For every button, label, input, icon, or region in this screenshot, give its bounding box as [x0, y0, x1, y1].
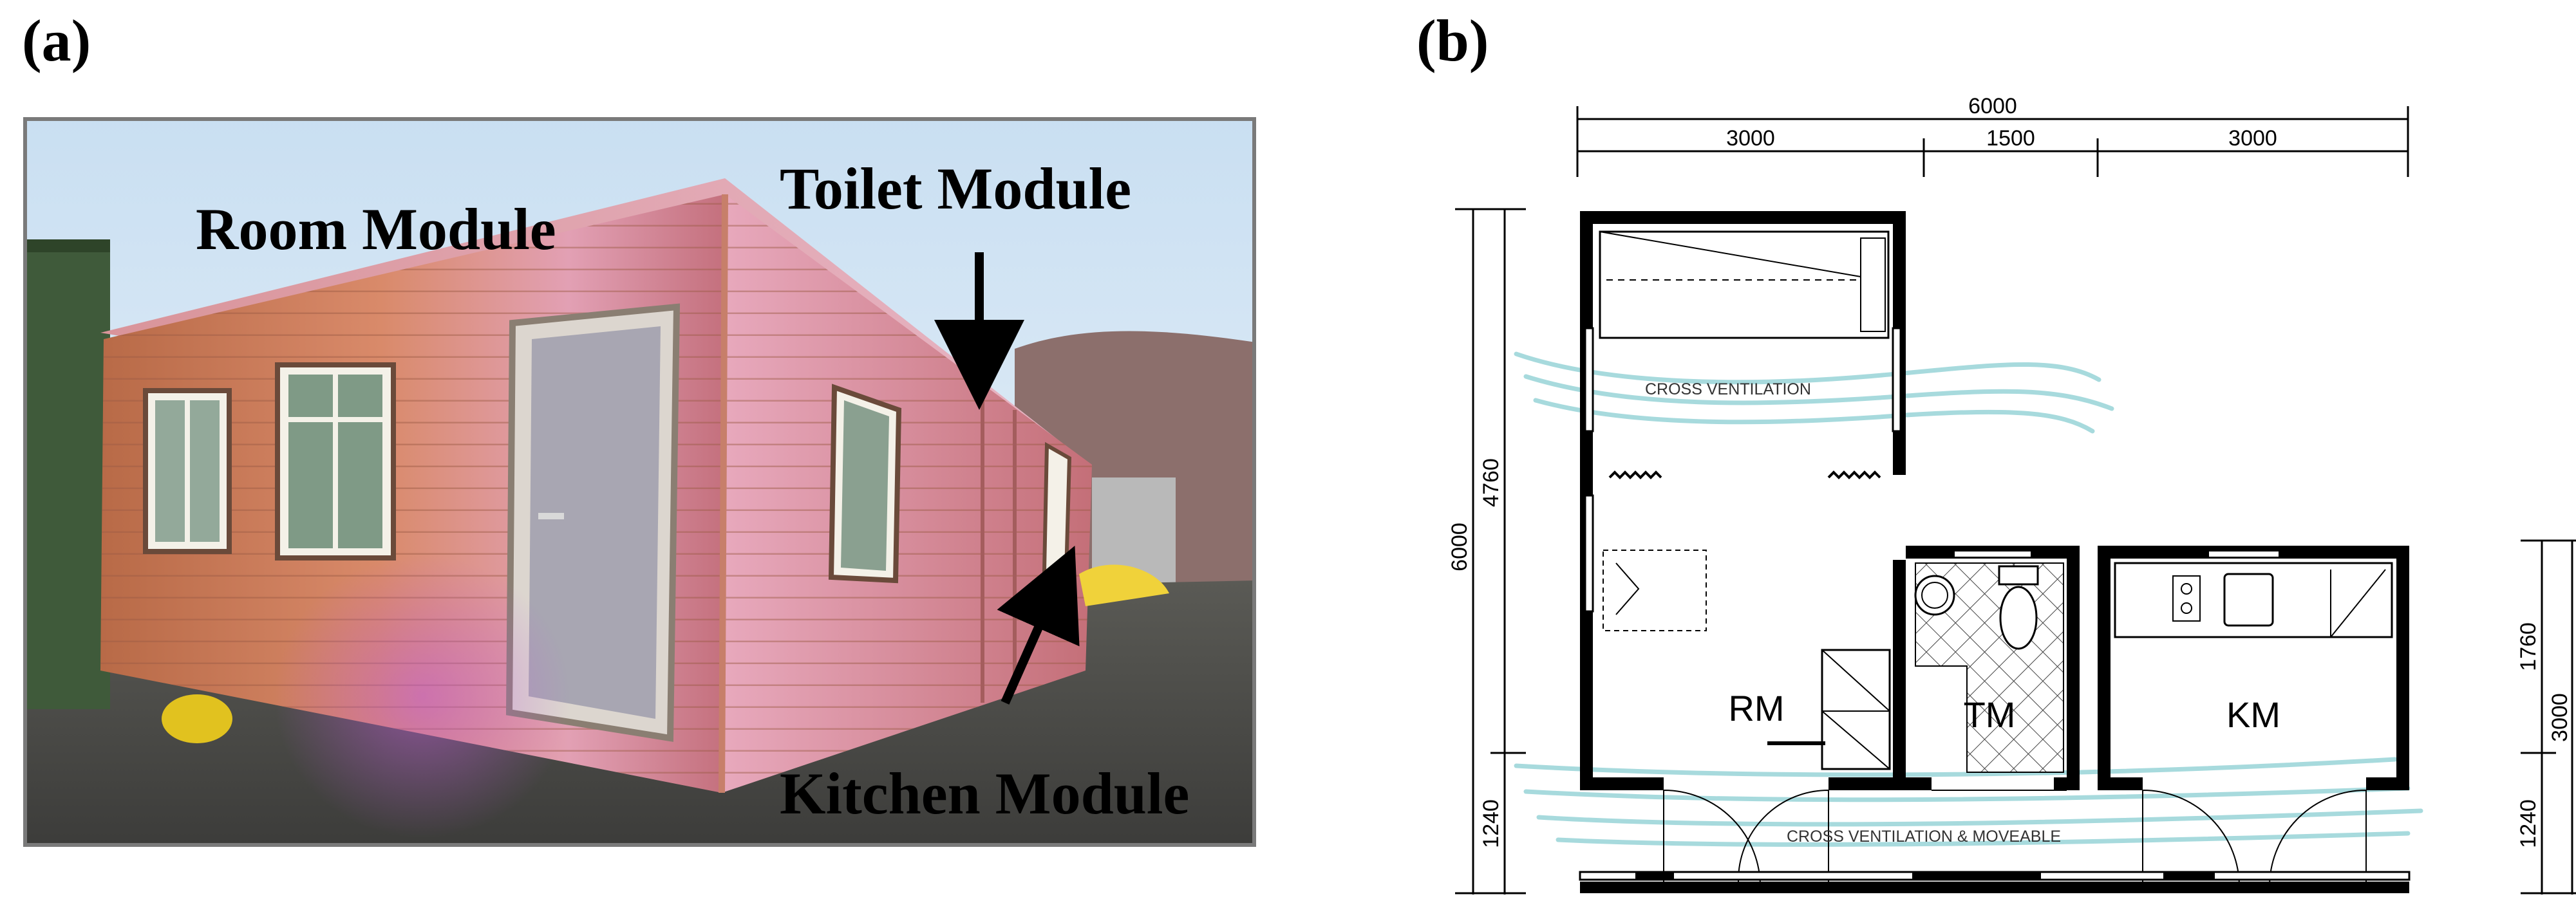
- cross-ventilation-moveable-label: CROSS VENTILATION & MOVEABLE: [1787, 828, 2061, 846]
- room-rm-label: RM: [1728, 688, 1784, 728]
- cross-ventilation-label: CROSS VENTILATION: [1645, 380, 1811, 398]
- dim-top-middle: 1500: [1986, 126, 2035, 151]
- left-dimension-lines: [1455, 208, 1526, 894]
- door-swings: [1663, 790, 2367, 889]
- room-module-label: Room Module: [196, 196, 556, 262]
- module-photo: Room Module Toilet Module Kitchen Module: [23, 117, 1256, 847]
- wardrobe: [1821, 649, 1891, 770]
- desk: [1603, 550, 1707, 631]
- dim-left-upper: 4760: [1479, 458, 1503, 507]
- dim-top-right: 3000: [2228, 126, 2277, 151]
- panel-a-label: (a): [22, 8, 91, 73]
- floor-plan: 6000 3000 1500 3000 6000 4760 1240 1760 …: [1447, 94, 2576, 894]
- room-km-label: KM: [2226, 694, 2280, 735]
- kitchen-module-label: Kitchen Module: [780, 761, 1189, 826]
- ventilation-flow-top: [1514, 351, 2114, 434]
- dim-right-total: 3000: [2548, 693, 2572, 742]
- top-dimension-lines: [1576, 106, 2409, 177]
- dim-right-upper: 1760: [2516, 622, 2541, 671]
- ventilation-flow-bottom: [1514, 757, 2423, 847]
- bed: [1599, 230, 1890, 339]
- right-dimension-lines: [2521, 539, 2576, 894]
- dim-left-total: 6000: [1447, 523, 1472, 571]
- toilet-module-walls: [1906, 546, 2080, 790]
- dim-left-lower: 1240: [1479, 799, 1503, 848]
- room-tm-label: TM: [1964, 694, 2016, 735]
- dim-top-total: 6000: [1968, 94, 2017, 118]
- toilet-module-label: Toilet Module: [780, 156, 1131, 221]
- bottom-slab: [1579, 871, 2411, 893]
- panel-b-label: (b): [1416, 8, 1489, 73]
- dim-top-left: 3000: [1726, 126, 1775, 151]
- dim-right-lower: 1240: [2516, 799, 2541, 848]
